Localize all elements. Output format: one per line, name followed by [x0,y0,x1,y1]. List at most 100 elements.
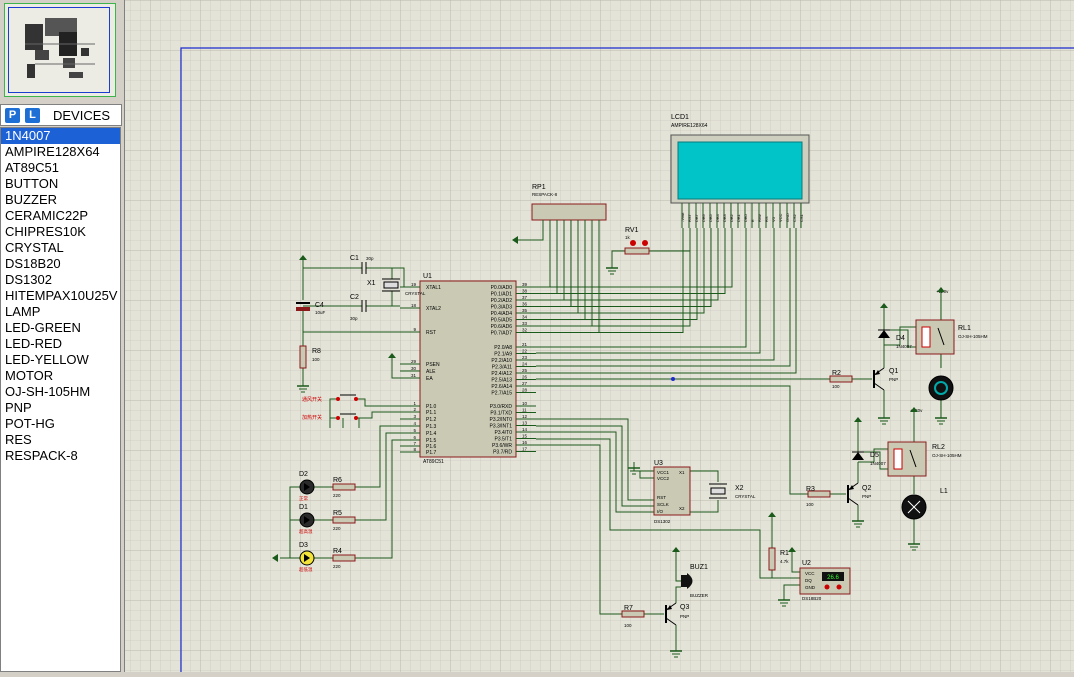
overview-window[interactable] [4,3,116,97]
led-power[interactable] [272,554,278,562]
x1-body[interactable] [383,281,399,289]
button-vent-label: 通风开关 [302,396,322,403]
junction[interactable] [671,377,675,381]
mcu-pin-num: 29 [411,359,417,364]
rv1-body[interactable] [624,247,650,255]
device-item-hitempax10u25v[interactable]: HITEMPAX10U25V [5,288,118,303]
rp1-body[interactable] [531,203,607,221]
lcd-pin-label: GND [785,213,790,222]
device-item-led-green[interactable]: LED-GREEN [5,320,81,335]
device-item-led-red[interactable]: LED-RED [5,336,63,351]
button-vent[interactable]: 通风开关 [302,394,358,403]
d5-body[interactable] [852,452,864,460]
mcu-pin-label: P1.0 [426,404,437,410]
resistor-body[interactable] [332,516,356,524]
mcu-at89c51[interactable]: U1AT89C51XTAL119XTAL218RST9PSEN29ALE30EA… [400,273,536,465]
u2-button-icon[interactable] [824,584,830,590]
u2-button-icon[interactable] [836,584,842,590]
resistor-body[interactable] [807,490,831,498]
d4-body[interactable] [878,330,890,338]
wire [791,560,800,573]
motor[interactable] [928,375,954,425]
resistor-body[interactable] [299,345,307,369]
library-manager-button[interactable]: L [25,108,40,123]
device-item-crystal[interactable]: CRYSTAL [5,240,64,255]
device-item-ds18b20[interactable]: DS18B20 [5,256,61,271]
device-item-ampire128x64[interactable]: AMPIRE128X64 [5,144,100,159]
mcu-pin-num: 16 [522,440,528,445]
device-item-pnp[interactable]: PNP [5,400,32,415]
button-heat[interactable]: 加热开关 [302,413,358,421]
wire [858,448,888,463]
wire [884,329,916,348]
lamp-l1[interactable]: L1 [901,488,948,551]
resistor-body[interactable] [332,483,356,491]
mcu-pin-num: 23 [522,355,528,360]
pick-devices-button[interactable]: P [5,108,20,123]
x2-body[interactable] [710,487,726,495]
resistor-body[interactable] [768,547,776,571]
mcu-pin-num: 15 [522,434,528,439]
mcu-pin-label: P0.3/AD3 [491,305,513,311]
resistor-body[interactable] [829,375,853,383]
device-item-motor[interactable]: MOTOR [5,368,54,383]
device-item-respack-8[interactable]: RESPACK-8 [5,448,78,463]
led-d3-res-ref: R4 [333,548,342,555]
motor-body[interactable] [928,375,954,401]
device-item-ceramic22p[interactable]: CERAMIC22P [5,208,89,223]
device-item-1n4007[interactable]: 1N4007 [1,128,120,144]
overview-viewport[interactable] [8,7,110,93]
device-item-button[interactable]: BUTTON [5,176,59,191]
mcu-pin-label: ALE [426,369,436,375]
mcu-pin-num: 4 [413,421,416,426]
device-item-ds1302[interactable]: DS1302 [5,272,52,287]
device-item-oj-sh-105hm[interactable]: OJ-SH-105HM [5,384,91,399]
mcu-pin-label: P0.7/AD7 [491,331,513,337]
device-item-at89c51[interactable]: AT89C51 [5,160,59,175]
device-item-lamp[interactable]: LAMP [5,304,41,319]
u3-body[interactable] [653,466,691,516]
rl1-switch [937,327,945,346]
device-item-chipres10k[interactable]: CHIPRES10K [5,224,86,239]
ea-power[interactable] [388,353,396,366]
mcu-pin-num: 2 [413,407,416,412]
buz1-body[interactable] [681,575,687,587]
resistor-body[interactable] [332,554,356,562]
device-item-res[interactable]: RES [5,432,32,447]
resistor-body[interactable] [621,610,645,618]
device-item-pot-hg[interactable]: POT-HG [5,416,55,431]
mcu-body[interactable] [419,280,517,458]
device-item-buzzer[interactable]: BUZZER [5,192,57,207]
d5-part: 1N4007 [870,461,886,466]
wire [783,584,800,594]
device-item-led-yellow[interactable]: LED-YELLOW [5,352,89,367]
resistor-r1[interactable]: R14.7k [768,512,789,571]
